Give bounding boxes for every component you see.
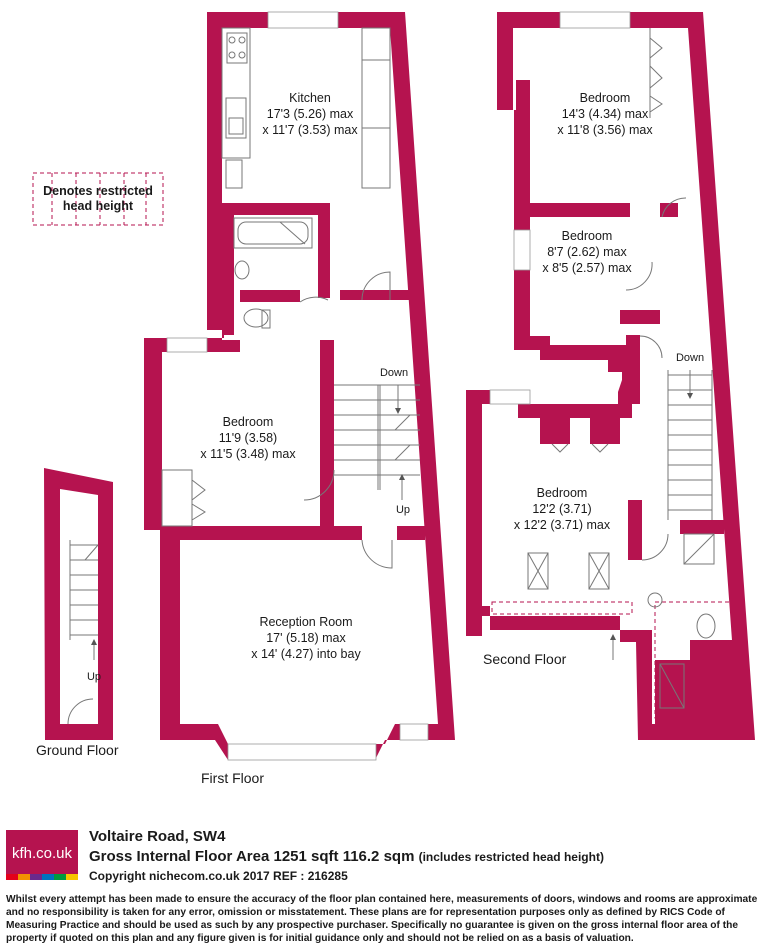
first-bedroom-length: 11'9 (3.58)	[219, 431, 277, 445]
bedroom-right-wall	[320, 340, 334, 530]
second-bedroom-window	[559, 11, 631, 29]
first-floor-walls	[144, 12, 455, 760]
chimney-breast-second	[516, 80, 530, 180]
ground-door-swing	[67, 698, 94, 725]
ground-floor-plan: Up Ground Floor	[36, 468, 119, 758]
second-floor-plan: Bedroom 14'3 (4.34) max x 11'8 (3.56) ma…	[466, 11, 755, 740]
kfh-logo-text: kfh.co.uk	[11, 845, 73, 862]
chimney-breast	[166, 590, 176, 670]
second-bedroom-b-name: Bedroom	[562, 229, 613, 243]
logo-stripe	[54, 874, 66, 880]
second-bedroom-a-name: Bedroom	[580, 91, 631, 105]
skylights	[527, 552, 610, 590]
legend-line-2: head height	[63, 199, 134, 213]
bath-top-wall	[680, 520, 724, 534]
second-stairs-down-label: Down	[676, 352, 704, 364]
second-bedroom-c-width: x 12'2 (3.71) max	[514, 518, 611, 532]
restricted-head-height-legend: Denotes restricted head height	[32, 172, 164, 226]
first-bedroom-width: x 11'5 (3.48) max	[200, 447, 296, 461]
second-floor-stairs	[667, 370, 713, 520]
first-stairs-down-label: Down	[380, 367, 408, 379]
second-bedroom-c-name: Bedroom	[537, 486, 588, 500]
floor-plan: .wall { fill: #b5134f; fill-rule: evenod…	[32, 11, 755, 786]
logo-stripe	[30, 874, 42, 880]
logo-stripe	[6, 874, 18, 880]
kitchen-fixtures	[221, 27, 391, 189]
bay-window	[227, 743, 377, 761]
second-bedroom-a-width: x 11'8 (3.56) max	[557, 123, 653, 137]
restricted-head-height-zones	[491, 601, 736, 719]
first-floor-plan: Kitchen 17'3 (5.26) max x 11'7 (3.53) ma…	[144, 11, 455, 786]
second-bathroom-fixtures	[647, 533, 716, 709]
reception-window-right	[399, 723, 429, 741]
logo-stripe	[42, 874, 54, 880]
kitchen-window	[267, 11, 339, 29]
cupboard-1	[540, 404, 570, 444]
kitchen-name: Kitchen	[289, 91, 331, 105]
bedroom-window	[166, 337, 208, 353]
second-bedroom-wardrobe	[551, 28, 663, 453]
first-floor-stairs	[334, 384, 420, 500]
bath-lower-wall	[240, 290, 300, 302]
second-floor-label: Second Floor	[483, 651, 567, 667]
bath-corner-block	[690, 640, 738, 724]
reception-top-wall-right	[397, 526, 425, 540]
reception-name: Reception Room	[259, 615, 352, 629]
first-bedroom-name: Bedroom	[223, 415, 274, 429]
bath-partition	[318, 203, 330, 298]
bathroom-fixtures	[233, 217, 313, 329]
second-landing-wall	[620, 310, 660, 324]
logo-stripe	[18, 874, 30, 880]
gross-internal-area-value: Gross Internal Floor Area 1251 sqft 116.…	[89, 848, 415, 865]
copyright: Copyright nichecom.co.uk 2017 REF : 2162…	[89, 869, 348, 883]
bedroom-door-swing	[303, 469, 335, 501]
first-stairs-up-label: Up	[396, 504, 410, 516]
second-door-2	[625, 261, 653, 291]
bedroom-wardrobe	[161, 469, 206, 527]
landing-wall	[340, 290, 410, 300]
second-bedroom-b-width: x 8'5 (2.57) max	[542, 261, 632, 275]
bath-left-wall	[222, 215, 234, 335]
second-bedroom-divider-right	[660, 203, 678, 217]
ground-floor-label: Ground Floor	[36, 742, 119, 758]
reception-top-wall	[162, 526, 362, 540]
second-large-bedroom-window	[489, 389, 531, 405]
kitchen-width: x 11'7 (3.53) max	[262, 123, 358, 137]
second-door-3	[639, 335, 663, 359]
second-bedroom-a-length: 14'3 (4.34) max	[562, 107, 649, 121]
second-small-bedroom-window	[513, 229, 531, 271]
kitchen-bath-wall	[222, 203, 322, 215]
kfh-logo	[6, 830, 78, 880]
landing-door-swing	[361, 271, 391, 301]
cupboard-2	[590, 404, 620, 444]
second-bedroom-b-length: 8'7 (2.62) max	[547, 245, 627, 259]
second-door-1	[661, 197, 687, 218]
logo-stripe	[66, 874, 78, 880]
second-bedroom-divider	[530, 203, 630, 217]
second-bedroom-c-length: 12'2 (3.71)	[532, 502, 591, 516]
gross-internal-area: Gross Internal Floor Area 1251 sqft 116.…	[89, 848, 604, 865]
gross-internal-area-note: (includes restricted head height)	[418, 850, 604, 864]
legend-line-1: Denotes restricted	[43, 184, 153, 198]
reception-door-swing	[361, 539, 393, 569]
reception-length: 17' (5.18) max	[266, 631, 346, 645]
ground-stairs-up-label: Up	[87, 671, 101, 683]
stair-partition	[628, 500, 642, 560]
ground-floor-walls	[44, 468, 113, 740]
ground-floor-stairs	[69, 540, 99, 660]
second-door-4	[641, 533, 669, 561]
kitchen-length: 17'3 (5.26) max	[267, 107, 354, 121]
bath-door-swing	[299, 296, 329, 303]
kfh-logo-stripes	[6, 874, 78, 880]
property-address: Voltaire Road, SW4	[89, 828, 226, 845]
first-floor-label: First Floor	[201, 770, 264, 786]
reception-width: x 14' (4.27) into bay	[251, 647, 361, 661]
disclaimer: Whilst every attempt has been made to en…	[6, 894, 758, 944]
